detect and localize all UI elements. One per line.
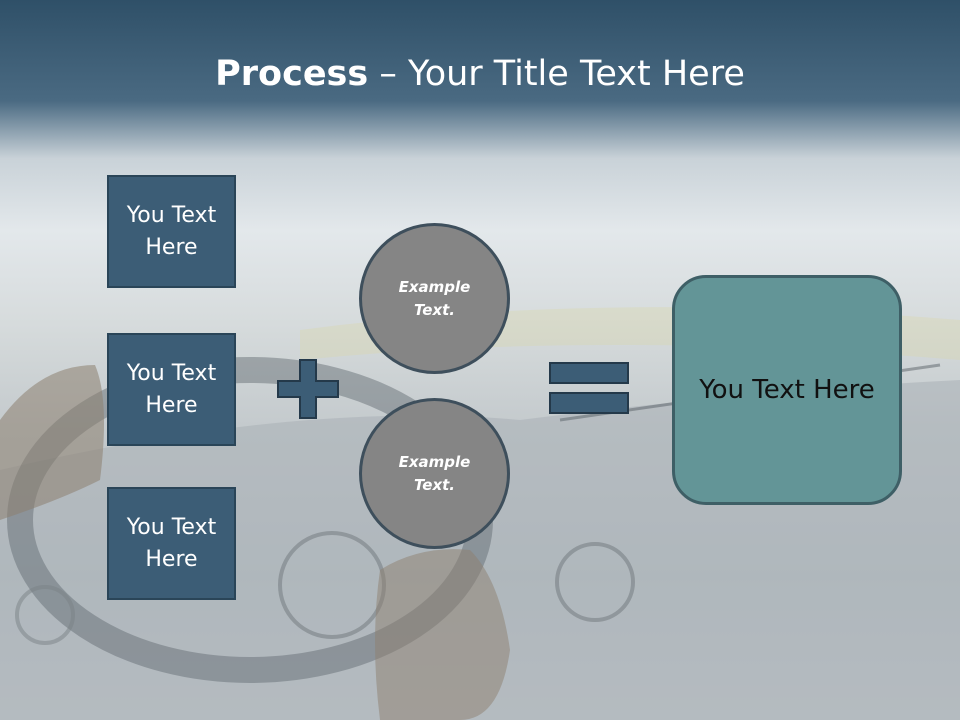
example-circle-2: Example Text. <box>359 398 510 549</box>
left-box-3-label: You Text Here <box>126 514 217 572</box>
left-box-2: You Text Here <box>107 333 236 446</box>
left-box-1-label: You Text Here <box>126 202 217 260</box>
result-box: You Text Here <box>672 275 902 505</box>
left-box-1: You Text Here <box>107 175 236 288</box>
title-bold: Process <box>215 54 369 94</box>
equals-icon <box>549 362 629 414</box>
example-circle-1-label: Example Text. <box>398 277 471 319</box>
left-box-3: You Text Here <box>107 487 236 600</box>
result-box-label: You Text Here <box>699 375 875 405</box>
slide-title: Process – Your Title Text Here <box>0 52 960 96</box>
example-circle-2-label: Example Text. <box>398 452 471 494</box>
left-box-2-label: You Text Here <box>126 360 217 418</box>
plus-icon <box>277 359 339 419</box>
title-rest: – Your Title Text Here <box>368 54 745 94</box>
example-circle-1: Example Text. <box>359 223 510 374</box>
